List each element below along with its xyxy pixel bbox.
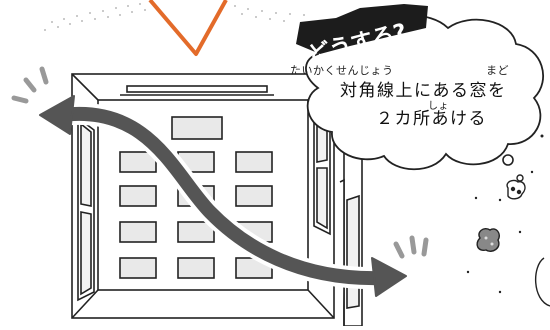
- bubble-line-1: 対角線上にある窓を: [340, 81, 507, 101]
- wind-lines-icon: [11, 66, 429, 259]
- bubble-line-2: ２カ所あける: [376, 109, 487, 129]
- dust-particle-icon: [466, 134, 550, 307]
- left-window: [77, 116, 95, 302]
- title-badge: [296, 4, 428, 54]
- orange-callout-pointer: [148, 0, 228, 56]
- curved-double-arrow-icon: [39, 95, 407, 297]
- dotted-band: [44, 3, 305, 31]
- ruby-places: しょ: [428, 101, 449, 112]
- ruby-window: まど: [486, 64, 509, 77]
- ruby-diagonal-line: たいかくせんじょう: [290, 64, 394, 77]
